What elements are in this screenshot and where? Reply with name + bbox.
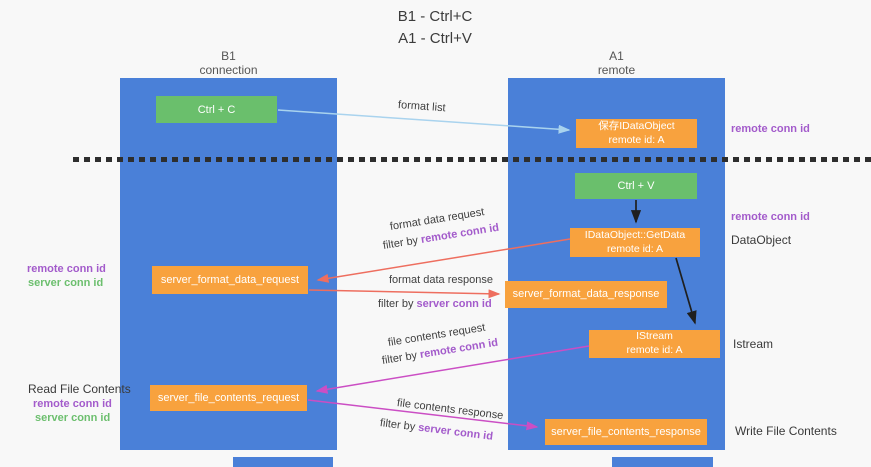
column-b1-role: connection xyxy=(199,63,258,78)
save-dataobject-line2: remote id: A xyxy=(608,133,665,146)
right-remote-conn-id-mid: remote conn id xyxy=(731,211,810,223)
getdata-box: IDataObject::GetData remote id: A xyxy=(570,228,700,257)
istream-line1: IStream xyxy=(636,330,673,343)
right-remote-conn-id-top: remote conn id xyxy=(731,123,810,135)
file-contents-response-label: file contents response xyxy=(396,397,504,422)
left-remote-conn-id-label-2: remote conn id xyxy=(33,398,112,410)
format-data-response-arrow xyxy=(308,289,501,299)
save-dataobject-box: 保存IDataObject remote id: A xyxy=(576,119,697,148)
partial-box-a1 xyxy=(612,457,713,467)
server-file-contents-response-label: server_file_contents_response xyxy=(551,425,701,438)
diagram-title: B1 - Ctrl+C A1 - Ctrl+V xyxy=(285,6,585,50)
title-line-1: B1 - Ctrl+C xyxy=(397,8,473,25)
filter-by-text: filter by xyxy=(379,417,419,434)
server-format-data-response-box: server_format_data_response xyxy=(505,281,667,308)
left-server-conn-id-label-2: server conn id xyxy=(35,412,111,424)
left-remote-conn-id-label: remote conn id xyxy=(27,263,106,275)
save-dataobject-line1: 保存IDataObject xyxy=(598,119,675,132)
filter-by-text: filter by xyxy=(382,234,422,252)
filter-id-text: server conn id xyxy=(416,298,492,310)
filter-by-text: filter by xyxy=(381,349,421,367)
ctrl-v-label: Ctrl + V xyxy=(617,180,655,192)
write-file-contents-label: Write File Contents xyxy=(735,424,837,438)
file-contents-response-filter: filter by server conn id xyxy=(379,417,493,443)
server-format-data-response-label: server_format_data_response xyxy=(512,288,660,301)
partial-box-b1 xyxy=(233,457,333,467)
title-line-2: A1 - Ctrl+V xyxy=(398,29,472,47)
format-data-response-label: format data response xyxy=(389,274,493,286)
ctrl-c-label: Ctrl + C xyxy=(197,103,236,116)
column-a1-name: A1 xyxy=(609,49,624,63)
column-a1-role: remote xyxy=(597,63,636,78)
ctrl-v-box: Ctrl + V xyxy=(575,173,697,199)
read-file-contents-label: Read File Contents xyxy=(28,382,131,396)
istream-line2: remote id: A xyxy=(626,344,683,356)
dashed-separator xyxy=(73,157,871,162)
ctrl-c-box: Ctrl + C xyxy=(156,96,277,123)
format-list-label: format list xyxy=(397,99,446,115)
server-format-data-request-label: server_format_data_request xyxy=(160,273,300,286)
server-format-data-request-box: server_format_data_request xyxy=(152,266,308,294)
istream-box: IStream remote id: A xyxy=(589,330,720,358)
server-file-contents-request-box: server_file_contents_request xyxy=(150,385,307,411)
dataobject-label: DataObject xyxy=(731,233,792,247)
column-b1-name: B1 xyxy=(221,49,236,63)
format-data-response-filter: filter by server conn id xyxy=(378,298,492,310)
filter-id-text: server conn id xyxy=(417,421,494,443)
left-server-conn-id-label: server conn id xyxy=(28,277,104,289)
getdata-line1: IDataObject::GetData xyxy=(584,228,686,241)
filter-by-text: filter by xyxy=(378,298,417,310)
server-file-contents-response-box: server_file_contents_response xyxy=(545,419,707,445)
server-file-contents-request-label: server_file_contents_request xyxy=(157,391,300,404)
istream-label: Istream xyxy=(733,337,774,351)
column-header-b1: B1 connection xyxy=(120,49,337,78)
column-header-a1: A1 remote xyxy=(508,49,725,78)
getdata-line2: remote id: A xyxy=(606,242,664,255)
